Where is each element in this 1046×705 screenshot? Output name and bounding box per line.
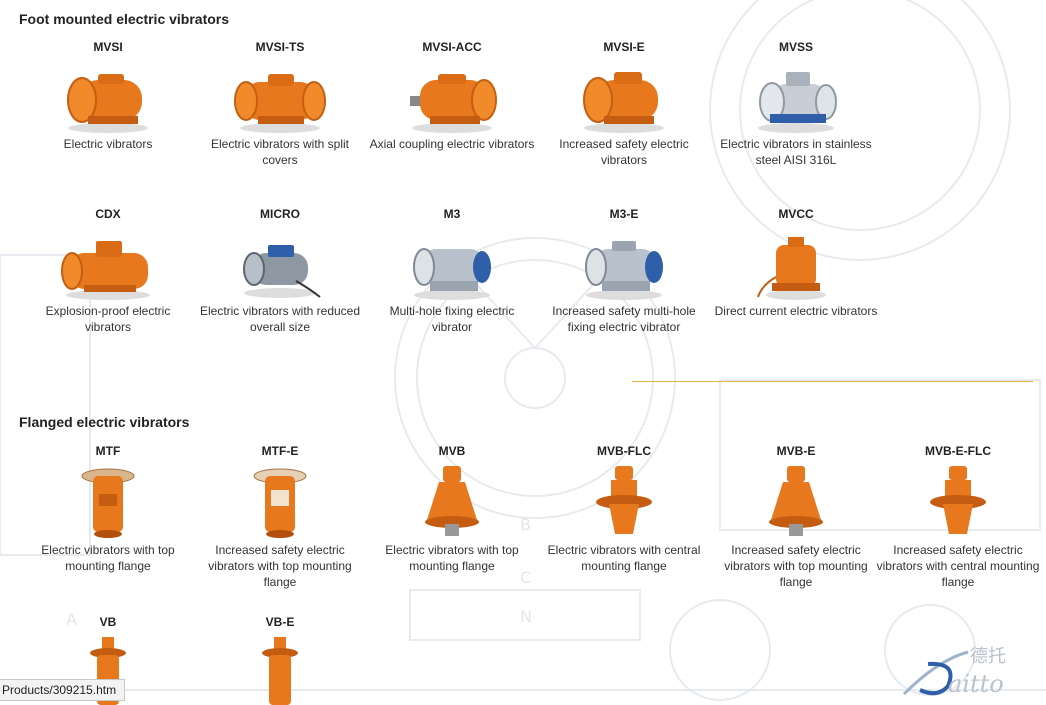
product-description: Electric vibrators with top mounting fla… xyxy=(41,543,175,573)
product-description: Axial coupling electric vibrators xyxy=(369,137,535,151)
product-code: MVB-E-FLC xyxy=(925,444,991,458)
vibrator-micro-icon xyxy=(243,245,321,298)
product-code: M3 xyxy=(443,207,461,221)
flanged-vibrator-icon xyxy=(81,468,135,538)
product-mvss[interactable]: MVSS Electric vibrators in stainless ste… xyxy=(710,40,882,168)
watermark-chinese: 德托 xyxy=(970,646,1006,667)
product-mvsi-e[interactable]: MVSI-E Increased safety electric vibrato… xyxy=(538,40,710,168)
product-mvsi[interactable]: MVSI Electric vibrators xyxy=(22,40,194,152)
vibrator-orange-icon xyxy=(234,74,326,133)
product-code: CDX xyxy=(95,207,121,221)
product-micro[interactable]: MICRO Electric vibrators with reduced ov… xyxy=(194,207,366,335)
product-description: Electric vibrators with top mounting fla… xyxy=(385,543,519,573)
product-code: MVSI-TS xyxy=(255,40,305,54)
product-code: VB-E xyxy=(265,615,295,629)
product-mvb-flc[interactable]: MVB-FLC Electric vibrators with central … xyxy=(538,444,710,574)
product-mtf[interactable]: MTF Electric vibrators with top mounting… xyxy=(22,444,194,574)
product-mvsi-ts[interactable]: MVSI-TS Electric vibrators with split co… xyxy=(194,40,366,168)
product-description: Electric vibrators with split covers xyxy=(210,137,350,167)
product-code: MVB xyxy=(438,444,466,458)
product-mvb-e-flc[interactable]: MVB-E-FLC Increased safety electric vibr… xyxy=(872,444,1044,590)
vibrator-orange-icon xyxy=(583,72,664,133)
product-mtf-e[interactable]: MTF-E Increased safety electric vibrator… xyxy=(194,444,366,590)
flanged-vibrator-icon xyxy=(425,466,479,536)
vibrator-steel-icon xyxy=(585,241,663,300)
product-description: Direct current electric vibrators xyxy=(714,304,878,318)
bg-letter-n: N xyxy=(520,607,532,626)
product-description: Multi-hole fixing electric vibrator xyxy=(389,304,515,334)
product-description: Explosion-proof electric vibrators xyxy=(45,304,171,334)
product-mvb[interactable]: MVB Electric vibrators with top mounting… xyxy=(366,444,538,574)
product-vb-e[interactable]: VB-E xyxy=(194,615,366,705)
product-code: VB xyxy=(99,615,117,629)
product-code: MVCC xyxy=(778,207,814,221)
flanged-section-title: Flanged electric vibrators xyxy=(19,414,190,430)
bg-letter-c: C xyxy=(520,568,531,587)
product-code: MVSI xyxy=(93,40,123,54)
product-code: MVSI-ACC xyxy=(422,40,482,54)
product-code: MICRO xyxy=(260,207,300,221)
vibrator-orange-icon xyxy=(67,74,148,133)
product-code: MVSS xyxy=(778,40,813,54)
product-mvsi-acc[interactable]: MVSI-ACC Axial coupling electric vibrato… xyxy=(366,40,538,152)
flanged-vibrator-icon xyxy=(769,466,823,536)
section-divider xyxy=(632,381,1033,382)
flanged-vibrator-icon xyxy=(596,466,652,534)
product-cdx[interactable]: CDX Explosion-proof electric vibrators xyxy=(22,207,194,335)
product-description: Increased safety electric vibrators with… xyxy=(876,543,1040,589)
bg-letter-b: B xyxy=(520,515,531,534)
product-m3[interactable]: M3 Multi-hole fixing electric vibrator xyxy=(366,207,538,335)
product-description: Increased safety electric vibrators with… xyxy=(724,543,868,589)
vibrator-dc-icon xyxy=(757,237,826,300)
foot-mounted-section-title: Foot mounted electric vibrators xyxy=(19,11,230,27)
flanged-vibrator-icon xyxy=(253,468,307,538)
vibrator-orange-icon xyxy=(61,241,150,300)
vibrator-steel-icon xyxy=(413,248,491,300)
product-m3-e[interactable]: M3-E Increased safety multi-hole fixing … xyxy=(538,207,710,335)
product-code: MVB-E xyxy=(776,444,816,458)
bg-letter-a: A xyxy=(66,610,77,629)
flanged-vibrator-icon xyxy=(930,466,986,534)
product-description: Electric vibrators with central mounting… xyxy=(547,543,701,573)
daitto-watermark-logo: 德托 aitto xyxy=(902,646,1006,698)
status-bar-url: Products/309215.htm xyxy=(0,679,126,701)
product-description: Electric vibrators in stainless steel AI… xyxy=(720,137,872,167)
product-mvcc[interactable]: MVCC Direct current electric vibrators xyxy=(710,207,882,319)
product-code: MVSI-E xyxy=(603,40,645,54)
product-description: Increased safety electric vibrators with… xyxy=(208,543,352,589)
product-description: Increased safety electric vibrators xyxy=(559,137,689,167)
product-description: Electric vibrators with reduced overall … xyxy=(199,304,361,334)
flanged-vibrator-icon xyxy=(262,637,298,705)
product-mvb-e[interactable]: MVB-E Increased safety electric vibrator… xyxy=(710,444,882,590)
product-code: M3-E xyxy=(609,207,639,221)
product-description: Electric vibrators xyxy=(63,137,153,151)
product-description: Increased safety multi-hole fixing elect… xyxy=(552,304,696,334)
product-code: MVB-FLC xyxy=(597,444,651,458)
vibrator-orange-icon xyxy=(410,74,497,133)
product-code: MTF xyxy=(95,444,121,458)
vibrator-stainless-icon xyxy=(758,72,837,133)
product-code: MTF-E xyxy=(261,444,299,458)
watermark-latin: aitto xyxy=(948,670,1004,698)
